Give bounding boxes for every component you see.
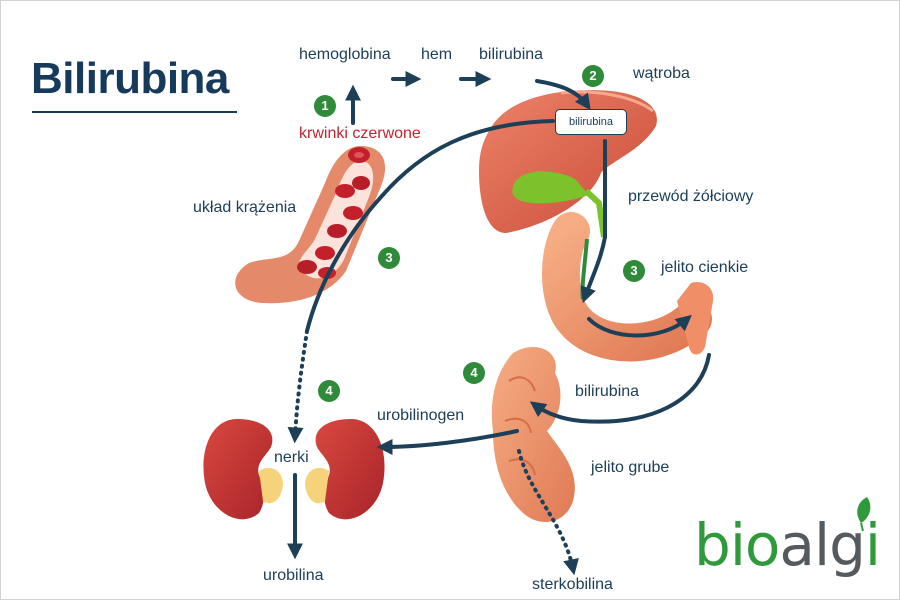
kidney-icon: [203, 419, 385, 520]
step-badge-1: 1: [314, 95, 336, 117]
label-hemoglobina: hemoglobina: [299, 46, 391, 63]
page-title: Bilirubina: [31, 54, 229, 103]
label-przewod-zolciowy: przewód żółciowy: [628, 188, 754, 205]
flow-arrows: [287, 71, 711, 576]
gallbladder-icon: [512, 171, 607, 238]
step-badge-4-colon: 4: [463, 362, 485, 384]
liver-bilirubina-tag: bilirubina: [555, 109, 627, 135]
logo-part-bio: bio: [694, 511, 780, 579]
label-uklad-krazenia: układ krążenia: [193, 199, 297, 216]
logo-part-alg: alg: [779, 511, 865, 579]
large-intestine-icon: [491, 346, 575, 523]
logo-part-i: i: [864, 511, 881, 579]
label-jelito-cienkie: jelito cienkie: [661, 259, 749, 276]
step-badge-3-vessel: 3: [378, 247, 400, 269]
brand-logo: bioalgi: [694, 511, 881, 579]
label-urobilina: urobilina: [263, 567, 324, 584]
step-badge-2: 2: [582, 65, 604, 87]
label-bilirubina-top: bilirubina: [479, 46, 544, 63]
label-nerki: nerki: [274, 449, 309, 466]
label-hem: hem: [421, 46, 453, 63]
label-jelito-grube: jelito grube: [591, 459, 670, 476]
leaf-icon: [857, 497, 871, 532]
label-krwinki-czerwone: krwinki czerwone: [299, 125, 421, 142]
step-badge-4-kidney: 4: [318, 380, 340, 402]
label-bilirubina-mid: bilirubina: [575, 383, 640, 400]
label-sterkobilina: sterkobilina: [532, 576, 613, 593]
step-badge-3-intestine: 3: [623, 260, 645, 282]
label-watroba: wątroba: [633, 65, 690, 82]
label-urobilinogen: urobilinogen: [377, 407, 465, 424]
blood-vessel-icon: [235, 146, 386, 304]
title-underline: [32, 111, 237, 113]
